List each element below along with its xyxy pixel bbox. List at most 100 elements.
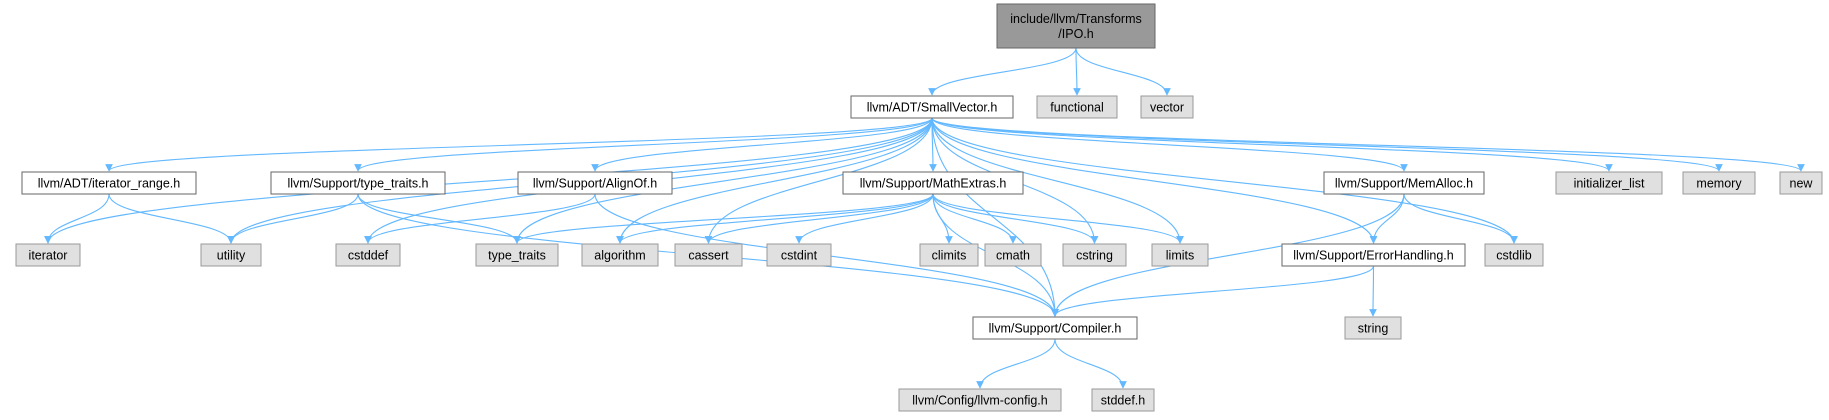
node-label-string: string [1358,322,1389,336]
node-box-alignof [517,171,673,195]
edge-smallvector-to-type_traits [513,117,933,244]
node-label-limits: limits [1166,249,1194,263]
node-mathextras[interactable]: llvm/Support/MathExtras.h [842,171,1024,195]
edge-smallvector-to-limits [931,117,1184,244]
edge-smallvector-to-new [931,117,1805,172]
edge-iterator_range-to-utility [108,193,235,244]
edge-smallvector-to-iterator [44,117,933,244]
node-cstring: cstring [1062,243,1127,267]
edge-compiler-to-llvm_config [976,338,1056,389]
node-iterator_range[interactable]: llvm/ADT/iterator_range.h [21,171,197,195]
node-box-cstddef [335,243,401,267]
node-cmath: cmath [984,243,1042,267]
edge-smallvector-to-memory [931,117,1723,172]
edge-alignof-to-cstddef [364,193,596,244]
node-box-compiler [972,316,1138,340]
edge-memalloc-to-errorhandling [1369,193,1405,244]
node-box-stddef [1091,388,1155,412]
node-box-cmath [984,243,1042,267]
node-cassert: cassert [674,243,743,267]
node-initializer_list: initializer_list [1555,171,1663,195]
node-label-cmath: cmath [996,249,1030,263]
edge-memalloc-to-compiler [1051,193,1405,317]
edge-mathextras-to-cassert [704,193,934,244]
node-label-cassert: cassert [688,249,729,263]
edge-errorhandling-to-string [1369,265,1377,317]
node-errorhandling[interactable]: llvm/Support/ErrorHandling.h [1281,243,1466,267]
node-box-limits [1151,243,1209,267]
edge-compiler-to-stddef [1054,338,1127,389]
node-box-algorithm [581,243,659,267]
node-box-memalloc [1323,171,1485,195]
node-compiler[interactable]: llvm/Support/Compiler.h [972,316,1138,340]
node-label-compiler: llvm/Support/Compiler.h [989,322,1122,336]
edge-type_traits_h-to-type_traits [357,193,521,244]
node-box-vector [1140,95,1194,119]
node-type_traits_h[interactable]: llvm/Support/type_traits.h [270,171,446,195]
node-box-type_traits [475,243,559,267]
node-label-type_traits: type_traits [488,249,546,263]
node-limits: limits [1151,243,1209,267]
edge-ipo-to-smallvector [928,47,1077,96]
node-box-utility [200,243,262,267]
node-box-iterator [15,243,81,267]
edge-ipo-to-functional [1073,47,1081,96]
node-label-initializer_list: initializer_list [1574,177,1645,191]
node-llvm_config: llvm/Config/llvm-config.h [898,388,1062,412]
node-alignof[interactable]: llvm/Support/AlignOf.h [517,171,673,195]
node-box-climits [919,243,979,267]
node-new: new [1779,171,1823,195]
edge-smallvector-to-type_traits_h [354,117,933,172]
edge-smallvector-to-compiler [931,117,1059,317]
node-label-cstdint: cstdint [781,249,818,263]
node-box-mathextras [842,171,1024,195]
node-label-smallvector: llvm/ADT/SmallVector.h [867,101,998,115]
node-label-iterator_range: llvm/ADT/iterator_range.h [38,177,180,191]
edge-type_traits_h-to-utility [227,193,359,244]
edge-mathextras-to-limits [932,193,1184,244]
node-box-new [1779,171,1823,195]
node-algorithm: algorithm [581,243,659,267]
node-label-alignof: llvm/Support/AlignOf.h [533,177,657,191]
node-string: string [1344,316,1402,340]
node-box-smallvector [850,95,1014,119]
node-utility: utility [200,243,262,267]
node-label-llvm_config: llvm/Config/llvm-config.h [912,394,1048,408]
edge-smallvector-to-initializer_list [931,117,1613,172]
node-cstdint: cstdint [766,243,832,267]
node-label-cstddef: cstddef [348,249,389,263]
node-label-vector: vector [1150,101,1184,115]
node-box-type_traits_h [270,171,446,195]
edge-iterator_range-to-iterator [44,193,110,244]
edge-smallvector-to-iterator_range [105,117,933,172]
node-box-memory [1682,171,1756,195]
node-label-iterator: iterator [29,249,68,263]
edge-smallvector-to-cstdlib [931,117,1518,244]
node-box-initializer_list [1555,171,1663,195]
node-label-climits: climits [932,249,967,263]
node-memalloc[interactable]: llvm/Support/MemAlloc.h [1323,171,1485,195]
node-label-memory: memory [1696,177,1742,191]
edge-mathextras-to-cstring [932,193,1099,244]
node-label-stddef: stddef.h [1101,394,1146,408]
node-cstdlib: cstdlib [1484,243,1544,267]
node-functional: functional [1036,95,1118,119]
node-stddef: stddef.h [1091,388,1155,412]
edge-smallvector-to-memalloc [931,117,1408,172]
node-box-cstdlib [1484,243,1544,267]
node-label-new: new [1790,177,1814,191]
nodes-layer: include/llvm/Transforms/IPO.h llvm/ADT/Sm… [15,3,1823,412]
edge-ipo-to-vector [1075,47,1171,96]
edge-mathextras-to-algorithm [616,193,934,244]
node-label-algorithm: algorithm [594,249,645,263]
node-ipo[interactable]: include/llvm/Transforms/IPO.h [996,3,1156,49]
edge-smallvector-to-errorhandling [931,117,1378,244]
node-label-mathextras: llvm/Support/MathExtras.h [860,177,1007,191]
node-box-functional [1036,95,1118,119]
node-smallvector[interactable]: llvm/ADT/SmallVector.h [850,95,1014,119]
node-label-type_traits_h: llvm/Support/type_traits.h [287,177,428,191]
node-box-cstdint [766,243,832,267]
edge-mathextras-to-cstdint [795,193,934,244]
node-box-cstring [1062,243,1127,267]
